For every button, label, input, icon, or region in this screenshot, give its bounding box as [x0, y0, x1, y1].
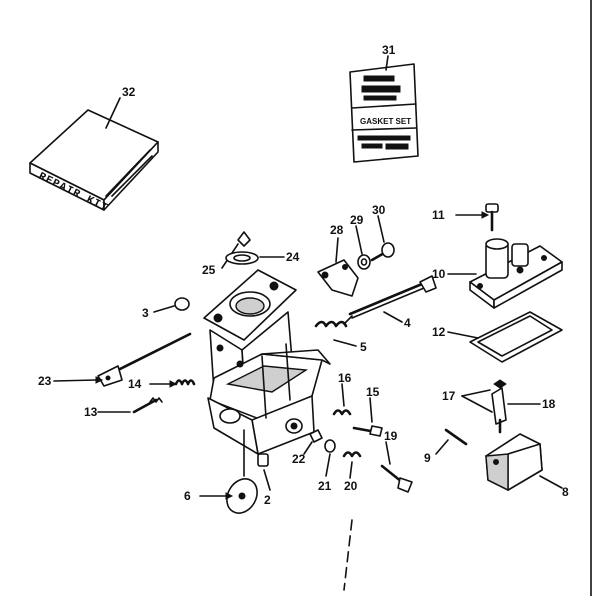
callout-20: 20: [344, 479, 358, 493]
throttle-spring: [314, 315, 353, 328]
lock-washer: [357, 254, 371, 270]
callout-12: 12: [432, 325, 446, 339]
callout-21: 21: [318, 479, 332, 493]
callout-8: 8: [562, 485, 569, 499]
card-line-3: [363, 95, 397, 101]
main-needle-valve: [352, 425, 383, 437]
callout-31: 31: [382, 43, 396, 57]
callout-9: 9: [424, 451, 431, 465]
callout-15: 15: [366, 385, 380, 399]
leader-arrow-23: [95, 376, 104, 384]
leader-line-2: [263, 469, 271, 491]
callout-24: 24: [286, 250, 300, 264]
callout-22: 22: [292, 452, 306, 466]
callout-18: 18: [542, 397, 556, 411]
leader-line-20: [349, 461, 353, 479]
callout-11: 11: [432, 208, 445, 222]
inlet-needle-seat: [491, 379, 507, 434]
callout-14: 14: [128, 377, 142, 391]
card-line-4: [357, 135, 411, 141]
callout-19: 19: [384, 429, 398, 443]
leader-line-17a: [461, 389, 491, 397]
choke-shaft: [97, 332, 192, 387]
callout-30: 30: [372, 203, 386, 217]
leader-line-23: [53, 379, 97, 382]
callout-29: 29: [350, 213, 364, 227]
idle-mixture-needle: [132, 397, 163, 414]
card-line-5: [361, 143, 383, 149]
carburetor-float: [485, 433, 543, 492]
leader-line-19: [385, 441, 391, 465]
small-nut: [309, 429, 323, 443]
leader-line-32: [105, 97, 121, 129]
callout-10: 10: [432, 267, 446, 281]
bowl-gasket: [226, 429, 258, 514]
card-line-1: [363, 75, 395, 82]
throttle-shaft: [348, 275, 437, 319]
repair-kit-box: REPAIR KIT: [29, 109, 159, 215]
idle-spring: [174, 379, 196, 386]
callout-23: 23: [38, 374, 52, 388]
leader-line-9: [435, 439, 449, 455]
leader-line-28: [335, 237, 339, 263]
card-header: GASKET SET: [360, 117, 411, 126]
small-washer: [324, 439, 336, 453]
repair-kit-side-text: [105, 149, 151, 197]
fuel-pump-cover: [469, 238, 563, 309]
center-line: [343, 519, 353, 591]
top-screw: [485, 203, 499, 232]
drain-stud: [257, 453, 269, 467]
callout-13: 13: [84, 405, 98, 419]
repair-kit-side-text-2: [111, 155, 153, 197]
callout-17: 17: [442, 389, 456, 403]
card-line-2: [361, 85, 401, 93]
throttle-plate-screw: [237, 231, 251, 247]
callout-2: 2: [264, 493, 271, 507]
callout-3: 3: [142, 306, 149, 320]
leader-line-21: [325, 453, 331, 477]
leader-line-31: [385, 55, 389, 71]
card-divider-2: [351, 127, 417, 131]
leader-arrow-11: [481, 211, 490, 219]
leader-arrow-6: [225, 492, 234, 500]
callout-4: 4: [404, 316, 411, 330]
float-pin: [444, 428, 468, 446]
welch-plug: [174, 297, 190, 311]
leader-line-16: [341, 383, 345, 407]
callout-28: 28: [330, 223, 344, 237]
card-line-6: [385, 143, 409, 150]
bowl-screw: [380, 464, 413, 493]
leader-line-12: [447, 331, 479, 339]
choke-bracket: [317, 259, 359, 297]
leader-arrow-14: [169, 380, 178, 388]
card-divider-1: [351, 103, 417, 109]
bracket-screw: [370, 242, 395, 262]
diaphragm-gasket: [469, 311, 563, 363]
callout-6: 6: [184, 489, 191, 503]
leader-line-3: [153, 305, 175, 313]
gasket-set-card: GASKET SET: [349, 63, 419, 163]
leader-line-15: [369, 397, 373, 423]
leader-line-22: [303, 441, 313, 455]
leader-line-29: [355, 225, 363, 255]
leader-line-17b: [461, 395, 493, 413]
throttle-gasket: [225, 251, 259, 265]
lower-spring: [342, 451, 362, 458]
callout-16: 16: [338, 371, 352, 385]
callout-32: 32: [122, 85, 136, 99]
carburetor-body: [203, 269, 331, 455]
callout-25: 25: [202, 263, 216, 277]
leader-line-8: [539, 475, 563, 489]
leader-line-30: [377, 215, 385, 243]
callout-5: 5: [360, 340, 367, 354]
leader-line-4: [383, 311, 403, 323]
main-jet-spring: [332, 409, 352, 416]
leader-line-5: [333, 339, 357, 347]
